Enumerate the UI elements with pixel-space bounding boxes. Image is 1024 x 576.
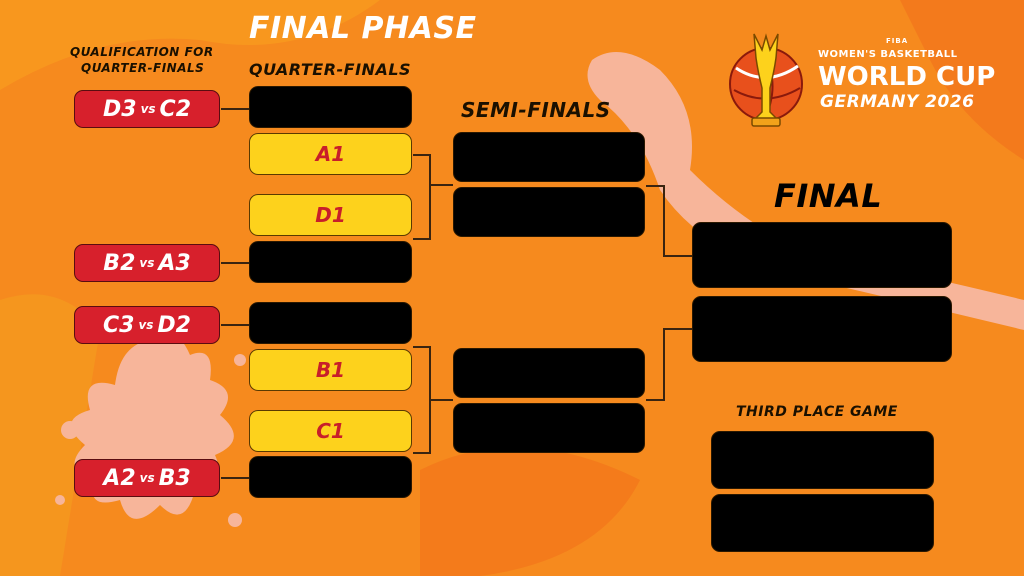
final-header: FINAL — [774, 177, 883, 215]
trophy-basketball-icon — [729, 33, 803, 127]
qualification-header-line2: QUARTER-FINALS — [81, 61, 205, 75]
quarter-final-seed: C1 — [249, 410, 412, 452]
quarter-final-slot-empty — [249, 241, 412, 283]
connector-line — [413, 452, 430, 454]
logo-title: WORLD CUP — [818, 62, 996, 92]
logo-subtitle: WOMEN'S BASKETBALL — [818, 49, 958, 60]
third-place-slot-empty — [711, 494, 934, 552]
quarter-final-seed: B1 — [249, 349, 412, 391]
semi-finals-header: SEMI-FINALS — [461, 98, 611, 122]
connector-line — [429, 154, 431, 240]
final-slot-empty — [692, 222, 952, 288]
connector-line — [430, 399, 453, 401]
team-home: C3 — [103, 312, 135, 338]
team-home: A2 — [103, 465, 136, 491]
final-slot-empty — [692, 296, 952, 362]
vs-label: vs — [139, 256, 155, 270]
quarter-finals-header: QUARTER-FINALS — [249, 60, 412, 79]
connector-line — [221, 477, 249, 479]
connector-line — [221, 324, 249, 326]
semi-final-slot-empty — [453, 187, 645, 237]
connector-line — [664, 328, 692, 330]
logo-host: GERMANY 2026 — [820, 92, 975, 112]
connector-line — [430, 184, 453, 186]
team-home: B2 — [103, 250, 136, 276]
team-away: C2 — [159, 96, 191, 122]
quarter-final-slot-empty — [249, 86, 412, 128]
connector-line — [646, 185, 664, 187]
team-home: D3 — [103, 96, 137, 122]
team-away: B3 — [158, 465, 191, 491]
team-away: D2 — [157, 312, 191, 338]
team-away: A3 — [158, 250, 191, 276]
connector-line — [663, 328, 665, 401]
quarter-final-slot-empty — [249, 302, 412, 344]
vs-label: vs — [138, 318, 154, 332]
semi-final-slot-empty — [453, 132, 645, 182]
vs-label: vs — [140, 102, 156, 116]
semi-final-slot-empty — [453, 403, 645, 453]
quarter-final-seed: D1 — [249, 194, 412, 236]
quarter-final-seed: A1 — [249, 133, 412, 175]
final-phase-title: FINAL PHASE — [249, 11, 477, 46]
connector-line — [663, 185, 665, 257]
connector-line — [413, 154, 430, 156]
world-cup-logo: FIBA WOMEN'S BASKETBALL WORLD CUP GERMAN… — [724, 28, 995, 132]
connector-line — [221, 108, 249, 110]
third-place-slot-empty — [711, 431, 934, 489]
connector-line — [664, 255, 692, 257]
fiba-wordmark: FIBA — [886, 37, 909, 45]
third-place-header: THIRD PLACE GAME — [736, 404, 898, 420]
connector-line — [221, 262, 249, 264]
connector-line — [413, 238, 430, 240]
vs-label: vs — [139, 471, 155, 485]
connector-line — [646, 399, 664, 401]
connector-line — [413, 346, 430, 348]
quarter-final-slot-empty — [249, 456, 412, 498]
qualification-header-line1: QUALIFICATION FOR — [70, 45, 214, 59]
semi-final-slot-empty — [453, 348, 645, 398]
